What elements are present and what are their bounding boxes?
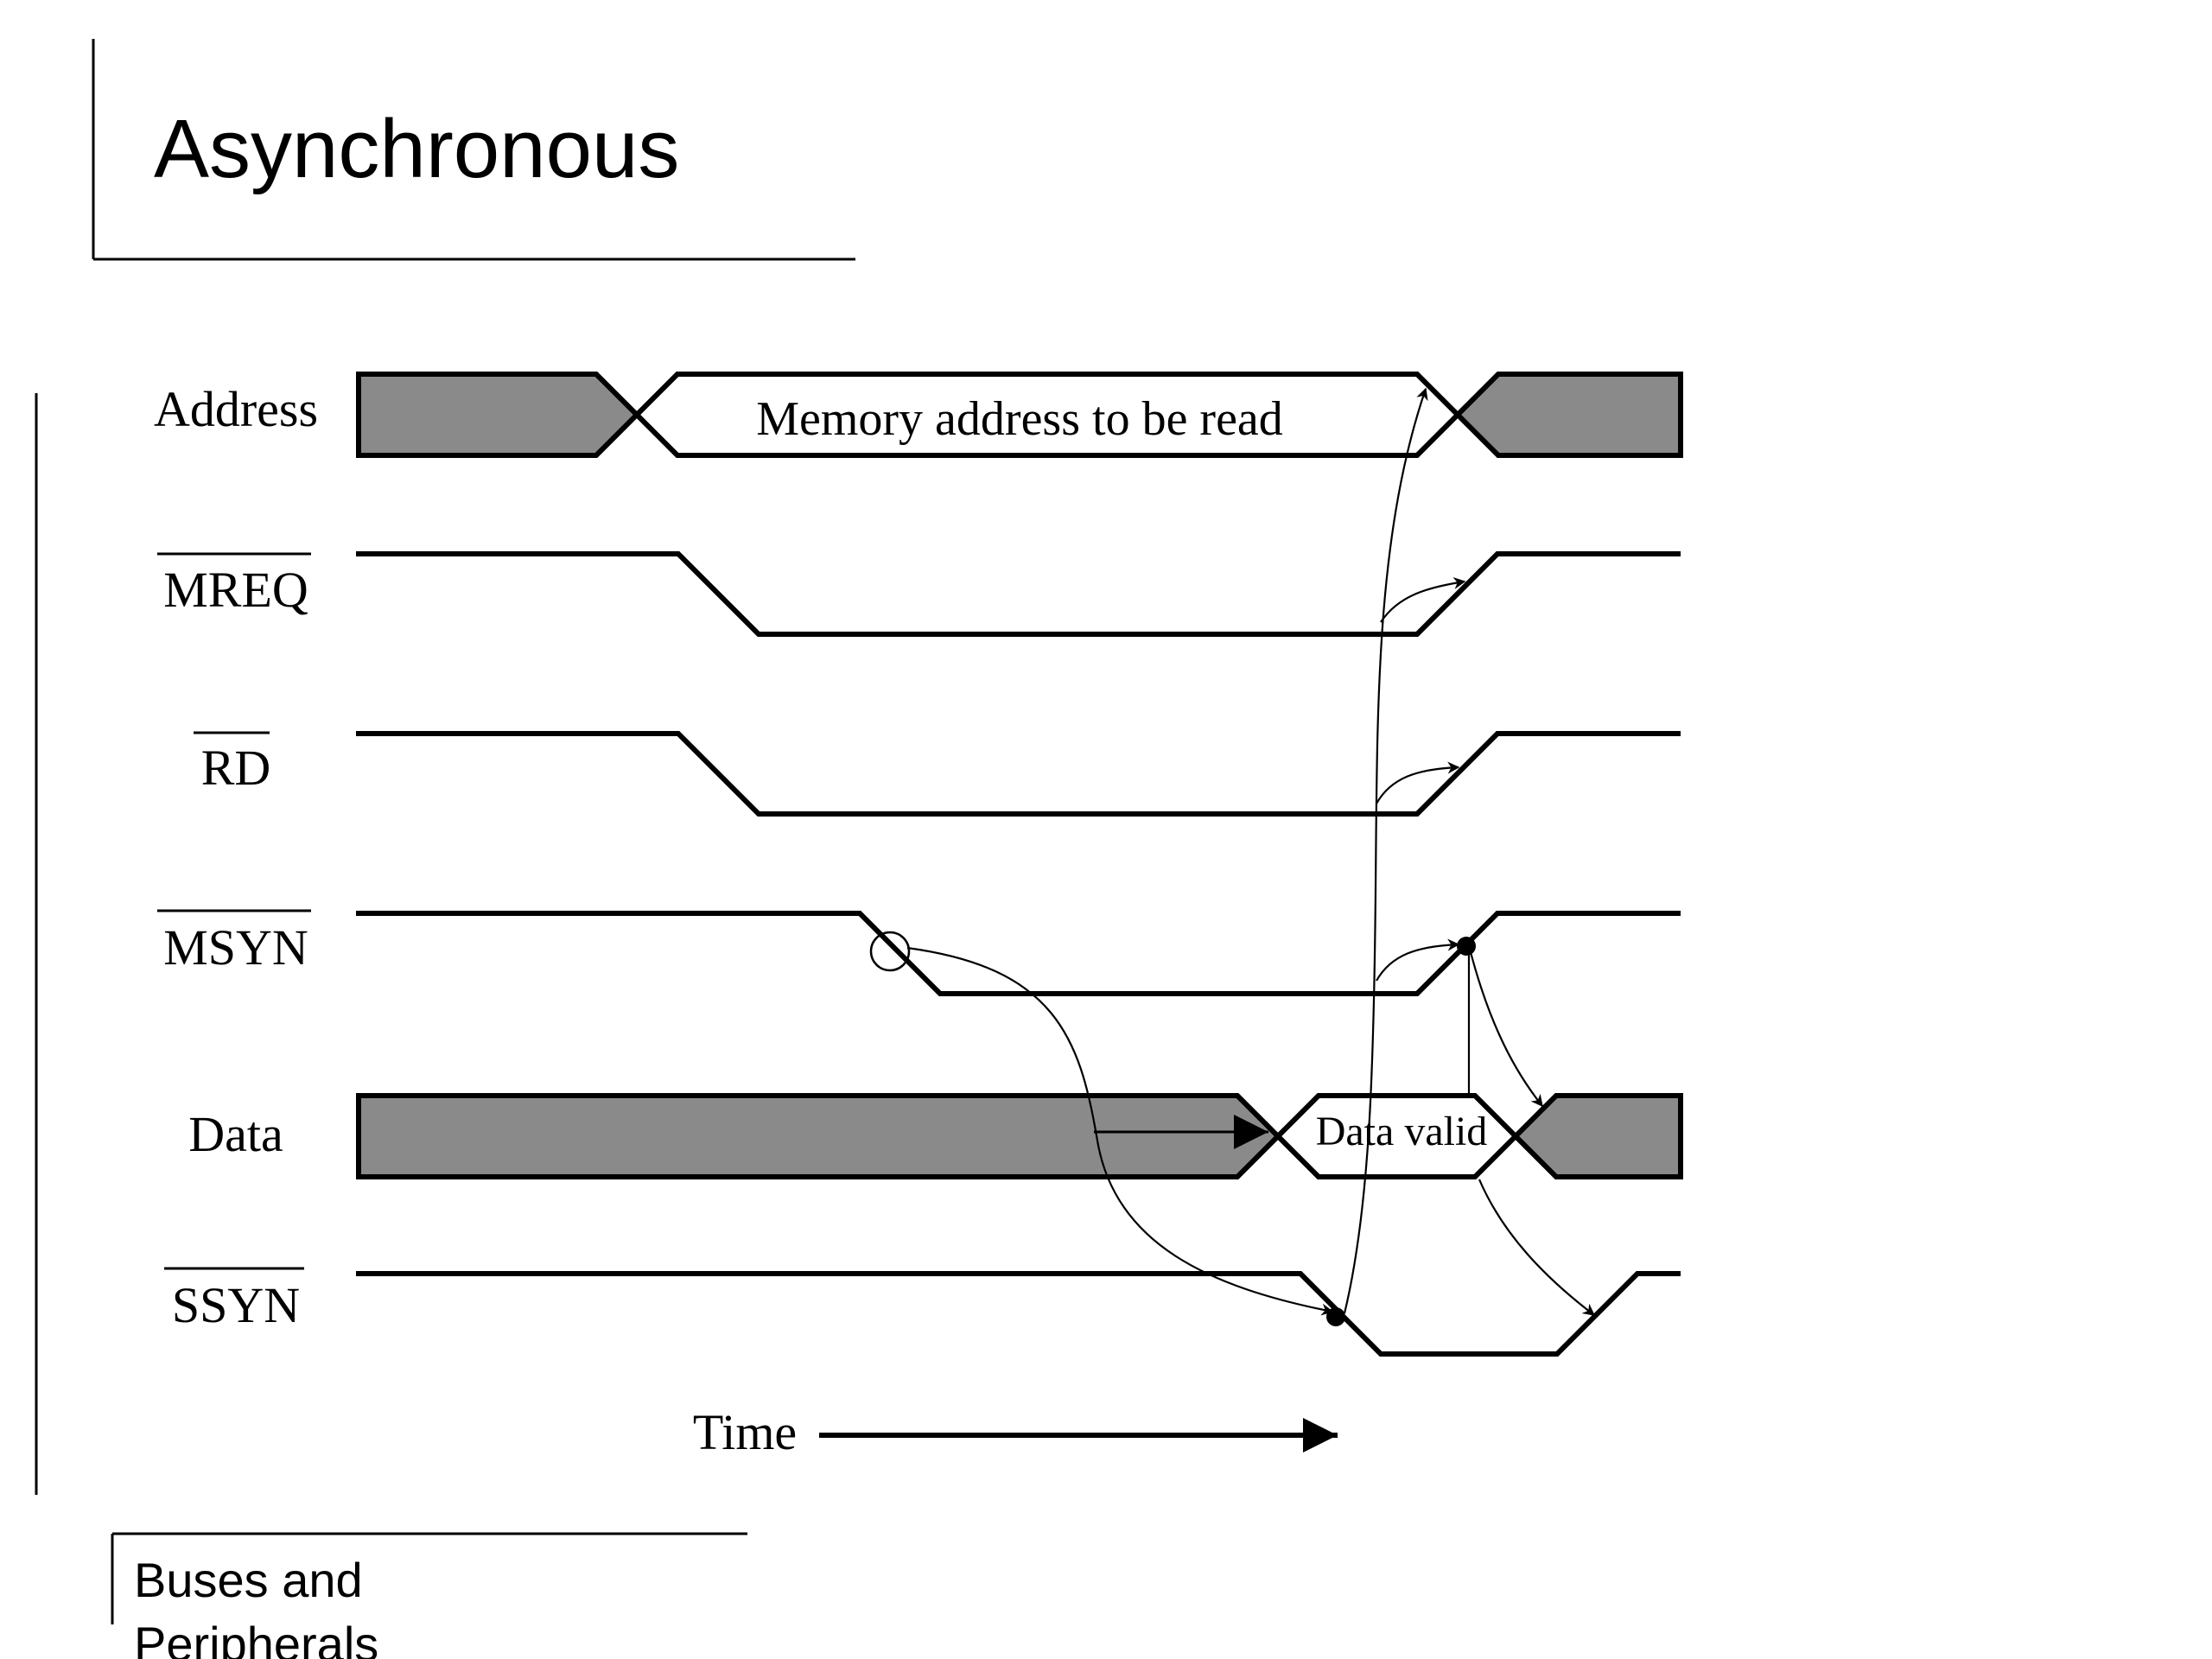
msyn-edge-dot [1457, 937, 1476, 956]
signal-label-address: Address [154, 381, 318, 437]
address-bus-invalid-right [1453, 372, 1683, 458]
arrow-msyn-to-data-end [1469, 951, 1543, 1108]
slide-title: Asynchronous [154, 103, 679, 195]
data-box-label: Data valid [1316, 1109, 1488, 1154]
msyn-transition-marker [869, 931, 911, 972]
signal-label-data: Data [188, 1106, 283, 1162]
arrow-to-msyn-rise [1376, 938, 1460, 982]
footer-line-1: Buses and [134, 1553, 363, 1607]
msyn-waveform [356, 911, 1681, 996]
footer-line-2: Peripherals [134, 1617, 378, 1659]
signal-label-ssyn: SSYN [172, 1277, 300, 1333]
signal-label-rd: RD [201, 740, 271, 796]
ssyn-edge-dot [1326, 1307, 1345, 1326]
address-box-label: Memory address to be read [756, 392, 1283, 446]
arrow-msyn-to-ssyn [906, 946, 1334, 1316]
data-bus-invalid-left [356, 1093, 1282, 1179]
data-bus-invalid-right [1511, 1093, 1683, 1179]
arrow-ssyn-to-address [1343, 387, 1428, 1314]
mreq-waveform [356, 551, 1681, 637]
arrow-data-to-ssyn-rise [1478, 1179, 1596, 1316]
signal-label-msyn: MSYN [163, 919, 308, 976]
ssyn-waveform [356, 1271, 1681, 1357]
arrow-to-mreq-rise [1380, 577, 1466, 623]
arrow-to-rd-rise [1376, 761, 1460, 804]
address-bus-invalid-left [356, 372, 641, 458]
rd-waveform [356, 731, 1681, 817]
time-label: Time [693, 1404, 797, 1460]
signal-label-mreq: MREQ [163, 562, 308, 618]
